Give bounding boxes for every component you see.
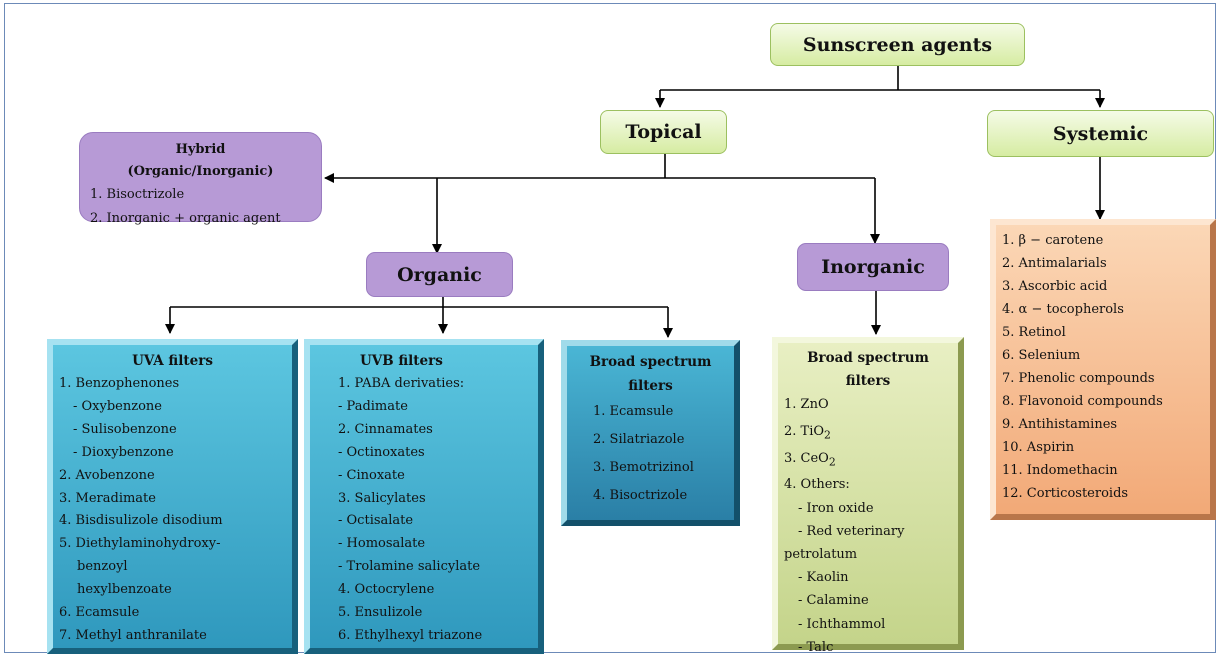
list-uvb-filters: UVB filters 1. PABA derivaties: - Padima…	[304, 339, 544, 654]
list-item: 11. Indomethacin	[1002, 463, 1118, 478]
list-item: - Cinoxate	[338, 467, 405, 483]
list-broad-spectrum-inorganic: Broad spectrum filters 1. ZnO 2. TiO2 3.…	[772, 337, 964, 655]
list-item: 5. Diethylaminohydroxy-	[59, 536, 221, 552]
uva-title: UVA filters	[132, 353, 213, 369]
list-item: 2. Silatriazole	[593, 432, 685, 447]
list-item: 5. Retinol	[1002, 325, 1066, 340]
broad-inorganic-title-2: filters	[845, 373, 891, 389]
hybrid-item: 2. Inorganic + organic agent	[90, 211, 281, 226]
list-item: 2. Cinnamates	[338, 421, 433, 437]
list-item: 2. TiO2	[784, 423, 831, 442]
list-item: 7. Methyl anthranilate	[59, 627, 207, 643]
list-item: 12. Corticosteroids	[1002, 486, 1129, 501]
broad-organic-title-1: Broad spectrum	[589, 354, 712, 370]
list-item: 10. Aspirin	[1002, 440, 1075, 455]
list-item: 2. Avobenzone	[59, 467, 155, 483]
node-topical-label: Topical	[625, 121, 702, 143]
list-item: 3. Ascorbic acid	[1002, 279, 1108, 294]
list-item: 4. Others:	[784, 477, 850, 493]
list-item: - Oxybenzone	[73, 398, 162, 414]
list-item: 5. Ensulizole	[338, 605, 423, 621]
edge-topical-split	[437, 153, 875, 179]
list-item: 3. Bemotrizinol	[593, 460, 694, 475]
list-item: 2. Antimalarials	[1002, 256, 1107, 271]
list-item: - Ichthammol	[798, 616, 886, 632]
list-systemic: 1. β − carotene 2. Antimalarials 3. Asco…	[990, 219, 1216, 520]
list-item: 9. Antihistamines	[1002, 417, 1118, 432]
list-item: - Talc	[798, 639, 834, 655]
list-item: - Dioxybenzone	[73, 444, 174, 460]
broad-inorganic-title-1: Broad spectrum	[807, 350, 929, 366]
list-item: 3. Meradimate	[59, 490, 156, 506]
list-item: 4. Bisoctrizole	[593, 488, 688, 503]
list-item: - Iron oxide	[798, 500, 874, 516]
list-item: 3. Salicylates	[338, 490, 426, 506]
list-item: - Homosalate	[338, 536, 426, 552]
list-item: 4. α − tocopherols	[1002, 302, 1124, 317]
list-item: - Calamine	[798, 593, 869, 609]
node-systemic-label: Systemic	[1052, 122, 1149, 145]
list-item: 1. Ecamsule	[593, 404, 674, 419]
list-item: benzoyl	[77, 559, 128, 575]
edge-root-split	[660, 64, 1100, 91]
node-sunscreen-agents: Sunscreen agents	[770, 23, 1025, 66]
edge-organic-split	[170, 296, 668, 308]
node-hybrid: Hybrid (Organic/Inorganic) 1. Bisoctrizo…	[79, 132, 322, 226]
list-item: - Octisalate	[338, 513, 414, 529]
list-item: 1. ZnO	[784, 397, 829, 412]
list-item: 1. PABA derivaties:	[338, 376, 465, 391]
node-inorganic: Inorganic	[797, 243, 949, 291]
uvb-title: UVB filters	[360, 353, 443, 369]
hybrid-title-1: Hybrid	[175, 142, 226, 157]
node-organic-label: Organic	[397, 263, 482, 286]
list-item: 6. Ecamsule	[59, 605, 140, 621]
node-organic: Organic	[366, 252, 513, 297]
list-item: 4. Bisdisulizole disodium	[59, 513, 223, 529]
list-item: 7. Phenolic compounds	[1002, 371, 1155, 386]
node-topical: Topical	[600, 110, 727, 154]
node-systemic: Systemic	[987, 110, 1214, 157]
list-item: - Trolamine salicylate	[338, 559, 481, 575]
list-item: 6. Selenium	[1002, 348, 1081, 363]
broad-organic-title-2: filters	[628, 378, 673, 394]
node-inorganic-label: Inorganic	[821, 256, 925, 278]
list-uva-filters: UVA filters 1. Benzophenones - Oxybenzon…	[47, 339, 298, 654]
list-item: 6. Ethylhexyl triazone	[338, 627, 483, 643]
hybrid-title-2: (Organic/Inorganic)	[127, 164, 274, 179]
list-item: petrolatum	[784, 547, 858, 562]
list-item: 1. Benzophenones	[59, 376, 180, 391]
hybrid-item: 1. Bisoctrizole	[90, 187, 185, 202]
list-item: - Red veterinary	[798, 523, 905, 539]
list-item: 3. CeO2	[784, 450, 836, 469]
node-sunscreen-agents-label: Sunscreen agents	[802, 33, 993, 56]
list-broad-spectrum-organic: Broad spectrum filters 1. Ecamsule 2. Si…	[561, 340, 740, 526]
list-item: 8. Flavonoid compounds	[1002, 394, 1163, 409]
list-item: - Kaolin	[798, 570, 849, 586]
list-item: 4. Octocrylene	[338, 582, 435, 598]
list-item: - Octinoxates	[338, 444, 425, 460]
list-item: hexylbenzoate	[77, 582, 172, 598]
list-item: 1. β − carotene	[1002, 233, 1104, 248]
list-item: - Padimate	[338, 398, 408, 414]
list-item: - Sulisobenzone	[73, 421, 177, 437]
